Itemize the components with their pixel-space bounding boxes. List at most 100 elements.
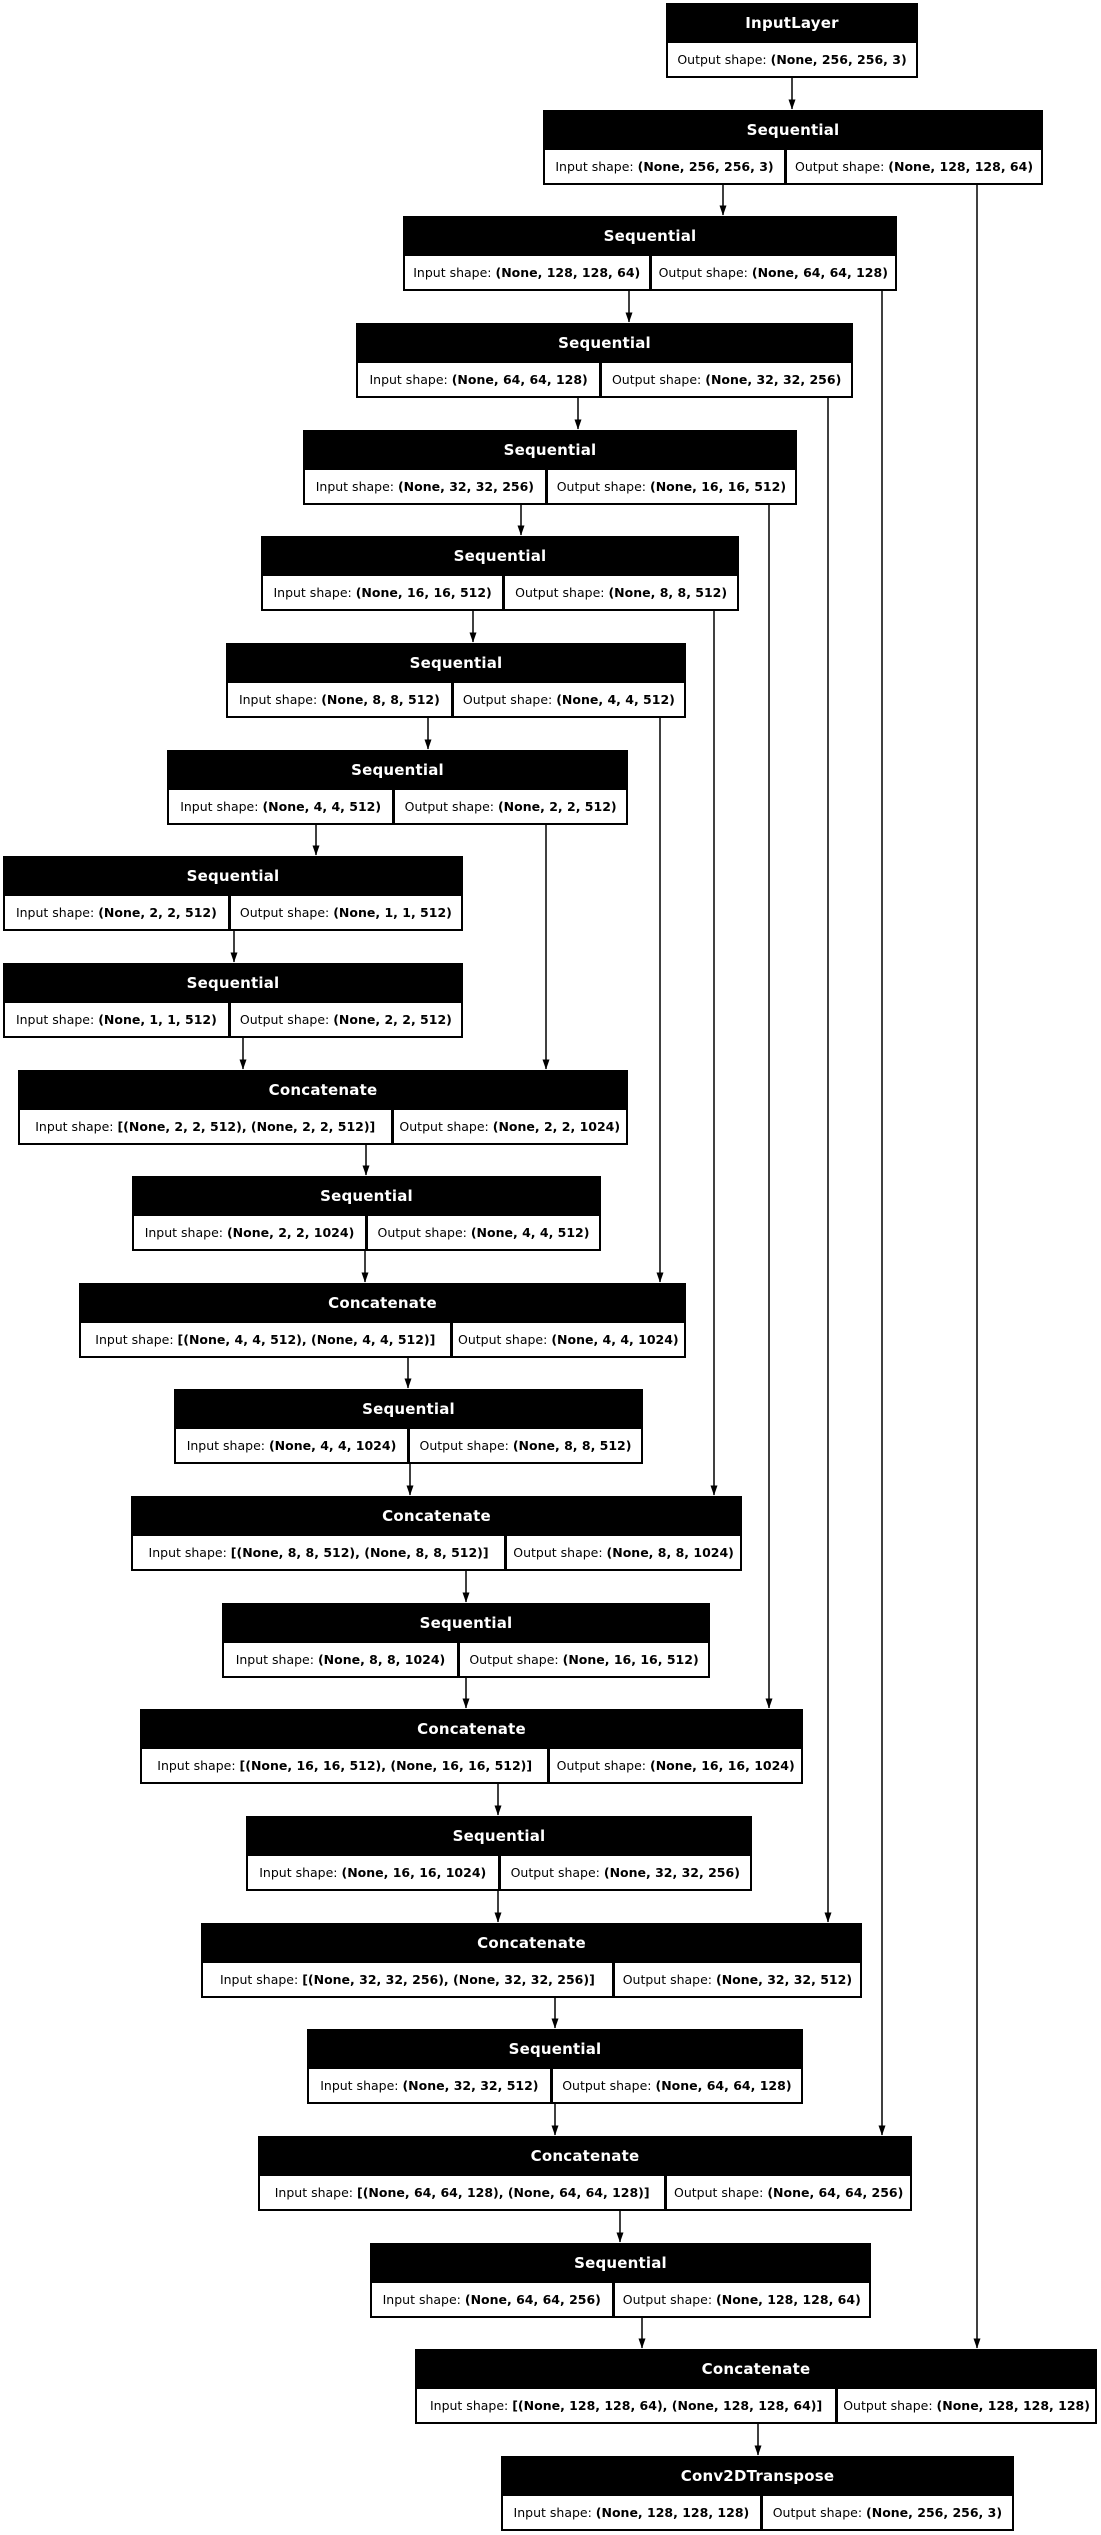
layer-type-label: Concatenate xyxy=(477,1934,586,1952)
input-shape-prefix: Input shape: xyxy=(157,1758,240,1773)
layer-type-label: Sequential xyxy=(603,227,697,245)
layer-shape-cells: Input shape: (None, 128, 128, 128) Output… xyxy=(501,2496,1014,2531)
output-shape-prefix: Output shape: xyxy=(677,52,771,67)
layer-shape-cells: Input shape: (None, 64, 64, 128)Output s… xyxy=(356,363,853,398)
input-shape-cell: Input shape: (None, 256, 256, 3) xyxy=(545,150,785,183)
output-shape-value: (None, 32, 32, 256) xyxy=(603,1865,740,1880)
input-shape-cell: Input shape: (None, 16, 16, 512) xyxy=(263,576,503,609)
output-shape-prefix: Output shape: xyxy=(772,2505,867,2520)
layer-shape-cells: Input shape: (None, 2, 2, 1024)Output sh… xyxy=(132,1216,601,1251)
output-shape-cell: Output shape: (None, 64, 64, 128) xyxy=(651,256,895,289)
output-shape-value: (None, 64, 64, 128) xyxy=(655,2078,792,2093)
output-shape-value: (None, 2, 2, 512) xyxy=(333,1012,452,1027)
input-shape-cell: Input shape: (None, 32, 32, 256) xyxy=(305,470,545,503)
output-shape-cell: Output shape: (None, 8, 8, 512) xyxy=(410,1429,641,1462)
layer-type-label: Sequential xyxy=(746,121,840,139)
output-shape-cell: Output shape: (None, 32, 32, 256) xyxy=(500,1856,750,1889)
input-shape-prefix: Input shape: xyxy=(513,2505,596,2520)
input-shape-value: (None, 16, 16, 512) xyxy=(355,585,492,600)
output-shape-prefix: Output shape: xyxy=(622,1972,716,1987)
input-shape-prefix: Input shape: xyxy=(274,2185,357,2200)
input-shape-value: (None, 4, 4, 512) xyxy=(262,799,382,814)
input-shape-cell: Input shape: [(None, 128, 128, 64), (Non… xyxy=(417,2389,836,2422)
input-shape-cell: Input shape: (None, 2, 2, 1024) xyxy=(134,1216,365,1249)
output-shape-value: (None, 8, 8, 1024) xyxy=(606,1545,734,1560)
output-shape-value: (None, 64, 64, 256) xyxy=(767,2185,904,2200)
layer-shape-cells: Input shape: (None, 16, 16, 512)Output s… xyxy=(261,576,739,611)
output-shape-value: (None, 16, 16, 512) xyxy=(562,1652,699,1667)
output-shape-cell: Output shape: (None, 128, 128, 128) xyxy=(838,2389,1095,2422)
output-shape-prefix: Output shape: xyxy=(794,159,889,174)
layer-shape-cells: Input shape: (None, 8, 8, 512)Output sha… xyxy=(226,683,686,718)
output-shape-value: (None, 8, 8, 512) xyxy=(512,1438,632,1453)
layer-type-label: Concatenate xyxy=(382,1507,491,1525)
layer-shape-cells: Input shape: (None, 4, 4, 512) Output sha… xyxy=(167,790,628,825)
output-shape-prefix: Output shape: xyxy=(404,799,498,814)
output-shape-cell: Output shape: (None, 16, 16, 1024) xyxy=(550,1749,801,1782)
output-shape-value: (None, 16, 16, 1024) xyxy=(649,1758,795,1773)
input-shape-prefix: Input shape: xyxy=(95,1332,178,1347)
input-shape-prefix: Input shape: xyxy=(315,479,398,494)
output-shape-prefix: Output shape: xyxy=(513,1545,607,1560)
input-shape-value: [(None, 64, 64, 128), (None, 64, 64, 128… xyxy=(357,2185,650,2200)
output-shape-cell: Output shape: (None, 4, 4, 512) xyxy=(453,683,684,716)
layer-type-label: Sequential xyxy=(351,761,444,779)
output-shape-value: (None, 32, 32, 512) xyxy=(716,1972,853,1987)
input-shape-cell: Input shape: (None, 16, 16, 1024) xyxy=(248,1856,498,1889)
input-shape-value: (None, 1, 1, 512) xyxy=(98,1012,217,1027)
input-shape-prefix: Input shape: xyxy=(413,265,496,280)
input-shape-cell: Input shape: (None, 128, 128, 64) xyxy=(405,256,649,289)
input-shape-prefix: Input shape: xyxy=(259,1865,342,1880)
output-shape-cell: Output shape: (None, 2, 2, 512) xyxy=(395,790,626,823)
output-shape-prefix: Output shape: xyxy=(510,1865,604,1880)
input-shape-cell: Input shape: (None, 4, 4, 1024) xyxy=(176,1429,407,1462)
output-shape-cell: Output shape: (None, 64, 64, 128) xyxy=(552,2069,801,2102)
output-shape-cell: Output shape: (None, 2, 2, 512) xyxy=(230,1003,461,1036)
input-shape-value: (None, 4, 4, 1024) xyxy=(268,1438,397,1453)
layer-type-label: InputLayer xyxy=(745,14,839,32)
output-shape-prefix: Output shape: xyxy=(462,692,557,707)
input-shape-value: [(None, 128, 128, 64), (None, 128, 128, … xyxy=(512,2398,823,2413)
input-shape-prefix: Input shape: xyxy=(320,2078,403,2093)
output-shape-value: (None, 256, 256, 3) xyxy=(866,2505,1003,2520)
output-shape-cell: Output shape: (None, 128, 128, 64) xyxy=(787,150,1041,183)
layer-type-label: Sequential xyxy=(419,1614,513,1632)
layer-shape-cells: Input shape: (None, 64, 64, 256)Output s… xyxy=(370,2283,871,2318)
input-shape-value: (None, 128, 128, 64) xyxy=(495,265,641,280)
layer-type-label: Sequential xyxy=(453,547,547,565)
output-shape-cell: Output shape: (None, 32, 32, 256) xyxy=(602,363,851,396)
input-shape-value: (None, 8, 8, 512) xyxy=(321,692,440,707)
input-shape-value: (None, 256, 256, 3) xyxy=(637,159,774,174)
input-shape-prefix: Input shape: xyxy=(35,1119,118,1134)
input-shape-cell: Input shape: (None, 128, 128, 128) xyxy=(503,2496,760,2529)
layer-shape-cells: Input shape: (None, 32, 32, 256)Output s… xyxy=(303,470,797,505)
layer-type-label: Sequential xyxy=(574,2254,667,2272)
input-shape-value: (None, 32, 32, 256) xyxy=(397,479,535,494)
layer-type-label: Concatenate xyxy=(328,1294,437,1312)
input-shape-prefix: Input shape: xyxy=(235,1652,318,1667)
input-shape-prefix: Input shape: xyxy=(186,1438,269,1453)
input-shape-value: (None, 8, 8, 1024) xyxy=(317,1652,446,1667)
output-shape-prefix: Output shape: xyxy=(611,372,706,387)
input-shape-value: (None, 2, 2, 512) xyxy=(98,905,217,920)
output-shape-cell: Output shape: (None, 16, 16, 512) xyxy=(547,470,795,503)
layer-shape-cells: Input shape: [(None, 8, 8, 512), (None, … xyxy=(131,1536,742,1571)
input-shape-value: [(None, 32, 32, 256), (None, 32, 32, 256… xyxy=(302,1972,595,1987)
output-shape-value: (None, 4, 4, 1024) xyxy=(551,1332,679,1347)
input-shape-prefix: Input shape: xyxy=(180,799,263,814)
output-shape-cell: Output shape: (None, 32, 32, 512) xyxy=(614,1963,860,1996)
input-shape-value: (None, 64, 64, 128) xyxy=(451,372,588,387)
input-shape-value: (None, 128, 128, 128) xyxy=(595,2505,750,2520)
layer-type-label: Sequential xyxy=(186,974,280,992)
layer-type-label: Sequential xyxy=(320,1187,413,1205)
